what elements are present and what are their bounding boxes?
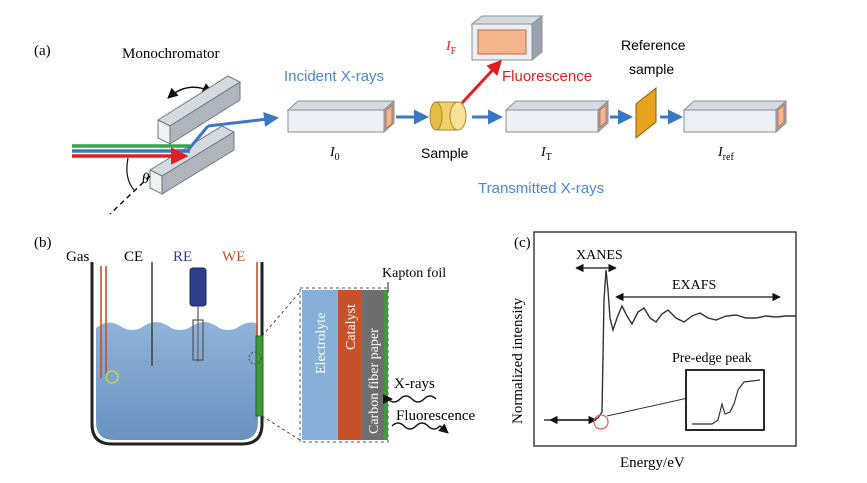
zoom-line-top [261, 291, 301, 337]
xas-spectrum [544, 269, 796, 421]
monochromator-crystals [148, 75, 242, 195]
kapton-layer [384, 290, 388, 440]
preedge-pointer [606, 397, 689, 417]
y-axis-label: Normalized intensity [510, 297, 526, 424]
iref-ion-chamber [682, 99, 788, 134]
electrode-layers: Electrolyte Catalyst Carbon fiber paper [299, 287, 389, 443]
incident-xrays-label: Incident X-rays [284, 68, 384, 85]
carbon-layer-label: Carbon fiber paper [367, 328, 382, 434]
ce-label: CE [124, 249, 143, 265]
re-label: RE [173, 249, 192, 265]
fluorescence-wave-arrow [391, 422, 449, 434]
sample-label: Sample [421, 145, 469, 161]
iref-label: Iref [717, 145, 734, 163]
kapton-label: Kapton foil [382, 266, 446, 281]
panel-c: (c) Normalized intensity Energy/eV XANES… [510, 231, 797, 471]
reference-sample-foil [635, 86, 657, 140]
panel-a-label: (a) [34, 43, 51, 59]
theta-arc [126, 157, 135, 191]
it-label: IT [540, 145, 552, 163]
transmitted-xrays-label: Transmitted X-rays [478, 180, 604, 197]
normal-dashed-line [109, 175, 151, 215]
panel-c-label: (c) [514, 235, 531, 251]
catalyst-layer-label: Catalyst [344, 304, 359, 350]
electrolyte-liquid [96, 322, 258, 440]
reference-label-2: sample [629, 61, 674, 77]
diffracted-beam [186, 125, 210, 151]
fluorescence-arrow [460, 59, 503, 105]
x-axis-label: Energy/eV [620, 455, 685, 471]
preedge-label: Pre-edge peak [672, 351, 752, 366]
theta-label: θ [142, 171, 150, 187]
beaker [90, 262, 264, 446]
i0-ion-chamber [286, 99, 396, 134]
panel-b: (b) Gas CE RE WE [34, 235, 475, 446]
preedge-inset [685, 369, 765, 431]
if-label: IF [445, 39, 457, 57]
xanes-label: XANES [576, 248, 623, 263]
carbon-layer [362, 290, 384, 440]
fluorescence-detector [470, 14, 544, 62]
i0-label: I0 [329, 145, 340, 163]
xrays-label: X-rays [394, 376, 435, 392]
fluorescence-b-label: Fluorescence [396, 408, 475, 424]
electrolyte-layer-label: Electrolyte [314, 313, 329, 374]
electrolyte-layer [302, 290, 338, 440]
monochromator-label: Monochromator [122, 46, 219, 62]
xray-wave-arrow [383, 394, 437, 404]
polychromatic-beam [72, 144, 190, 165]
monochromatic-beam [207, 111, 279, 128]
exafs-label: EXAFS [672, 278, 716, 293]
gas-bubble [105, 370, 119, 384]
sample-cylinder [429, 101, 467, 131]
it-ion-chamber [504, 99, 610, 134]
panel-b-label: (b) [34, 235, 52, 251]
we-label: WE [222, 249, 245, 265]
reference-electrode [189, 267, 207, 362]
reference-label-1: Reference [621, 37, 686, 53]
fluorescence-label: Fluorescence [502, 68, 592, 85]
gas-label: Gas [66, 249, 89, 265]
panel-a: (a) Monochromator θ Incident X- [34, 14, 788, 215]
preedge-inset-curve [692, 379, 761, 425]
catalyst-layer [338, 290, 362, 440]
preedge-circle [593, 414, 609, 430]
zoom-circle [248, 351, 262, 365]
working-electrode-window [255, 335, 264, 417]
zoom-line-bottom [261, 415, 301, 441]
